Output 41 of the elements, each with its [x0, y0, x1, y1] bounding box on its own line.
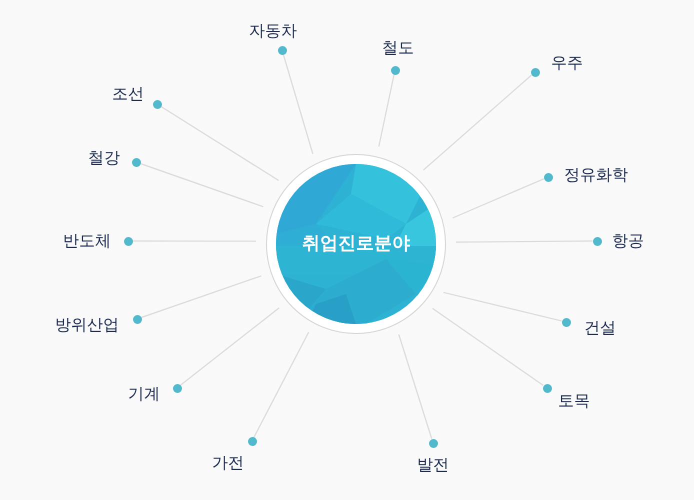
connector-line [180, 307, 280, 386]
connector-line [432, 308, 544, 386]
field-label: 정유화학 [564, 165, 628, 185]
dot-icon [530, 68, 540, 76]
dot-icon [562, 318, 570, 326]
dot-icon [544, 172, 552, 182]
field-label: 철강 [88, 148, 120, 168]
field-label: 반도체 [63, 231, 111, 251]
connector-line [282, 54, 314, 154]
connector-line [378, 74, 395, 147]
dot-icon [124, 236, 132, 246]
connector-line [423, 74, 532, 171]
dot-icon [278, 46, 286, 54]
dot-icon [428, 438, 438, 448]
field-label: 가전 [212, 453, 244, 473]
connector-line [398, 334, 432, 439]
field-label: 건설 [584, 318, 616, 338]
connector-line [160, 106, 280, 181]
hub-title: 취업진로분야 [302, 233, 410, 255]
dot-icon [248, 436, 256, 446]
dot-icon [172, 384, 182, 392]
field-label: 발전 [417, 455, 449, 475]
connector-line [452, 178, 544, 219]
field-label: 자동차 [249, 21, 297, 41]
dot-icon [592, 236, 602, 246]
field-label: 기계 [128, 384, 160, 404]
field-label: 우주 [551, 53, 583, 73]
connector-line [443, 292, 562, 322]
field-label: 방위산업 [55, 315, 119, 335]
field-label: 항공 [612, 231, 644, 251]
field-label: 조선 [112, 84, 144, 104]
dot-icon [132, 158, 140, 166]
dot-icon [132, 314, 142, 324]
field-label: 토목 [558, 391, 590, 411]
connector-line [254, 332, 310, 438]
dot-icon [152, 100, 162, 108]
dot-icon [542, 384, 552, 392]
connector-line [140, 162, 264, 208]
field-label: 철도 [382, 38, 414, 58]
dot-icon [390, 66, 400, 74]
connector-line [141, 275, 262, 318]
